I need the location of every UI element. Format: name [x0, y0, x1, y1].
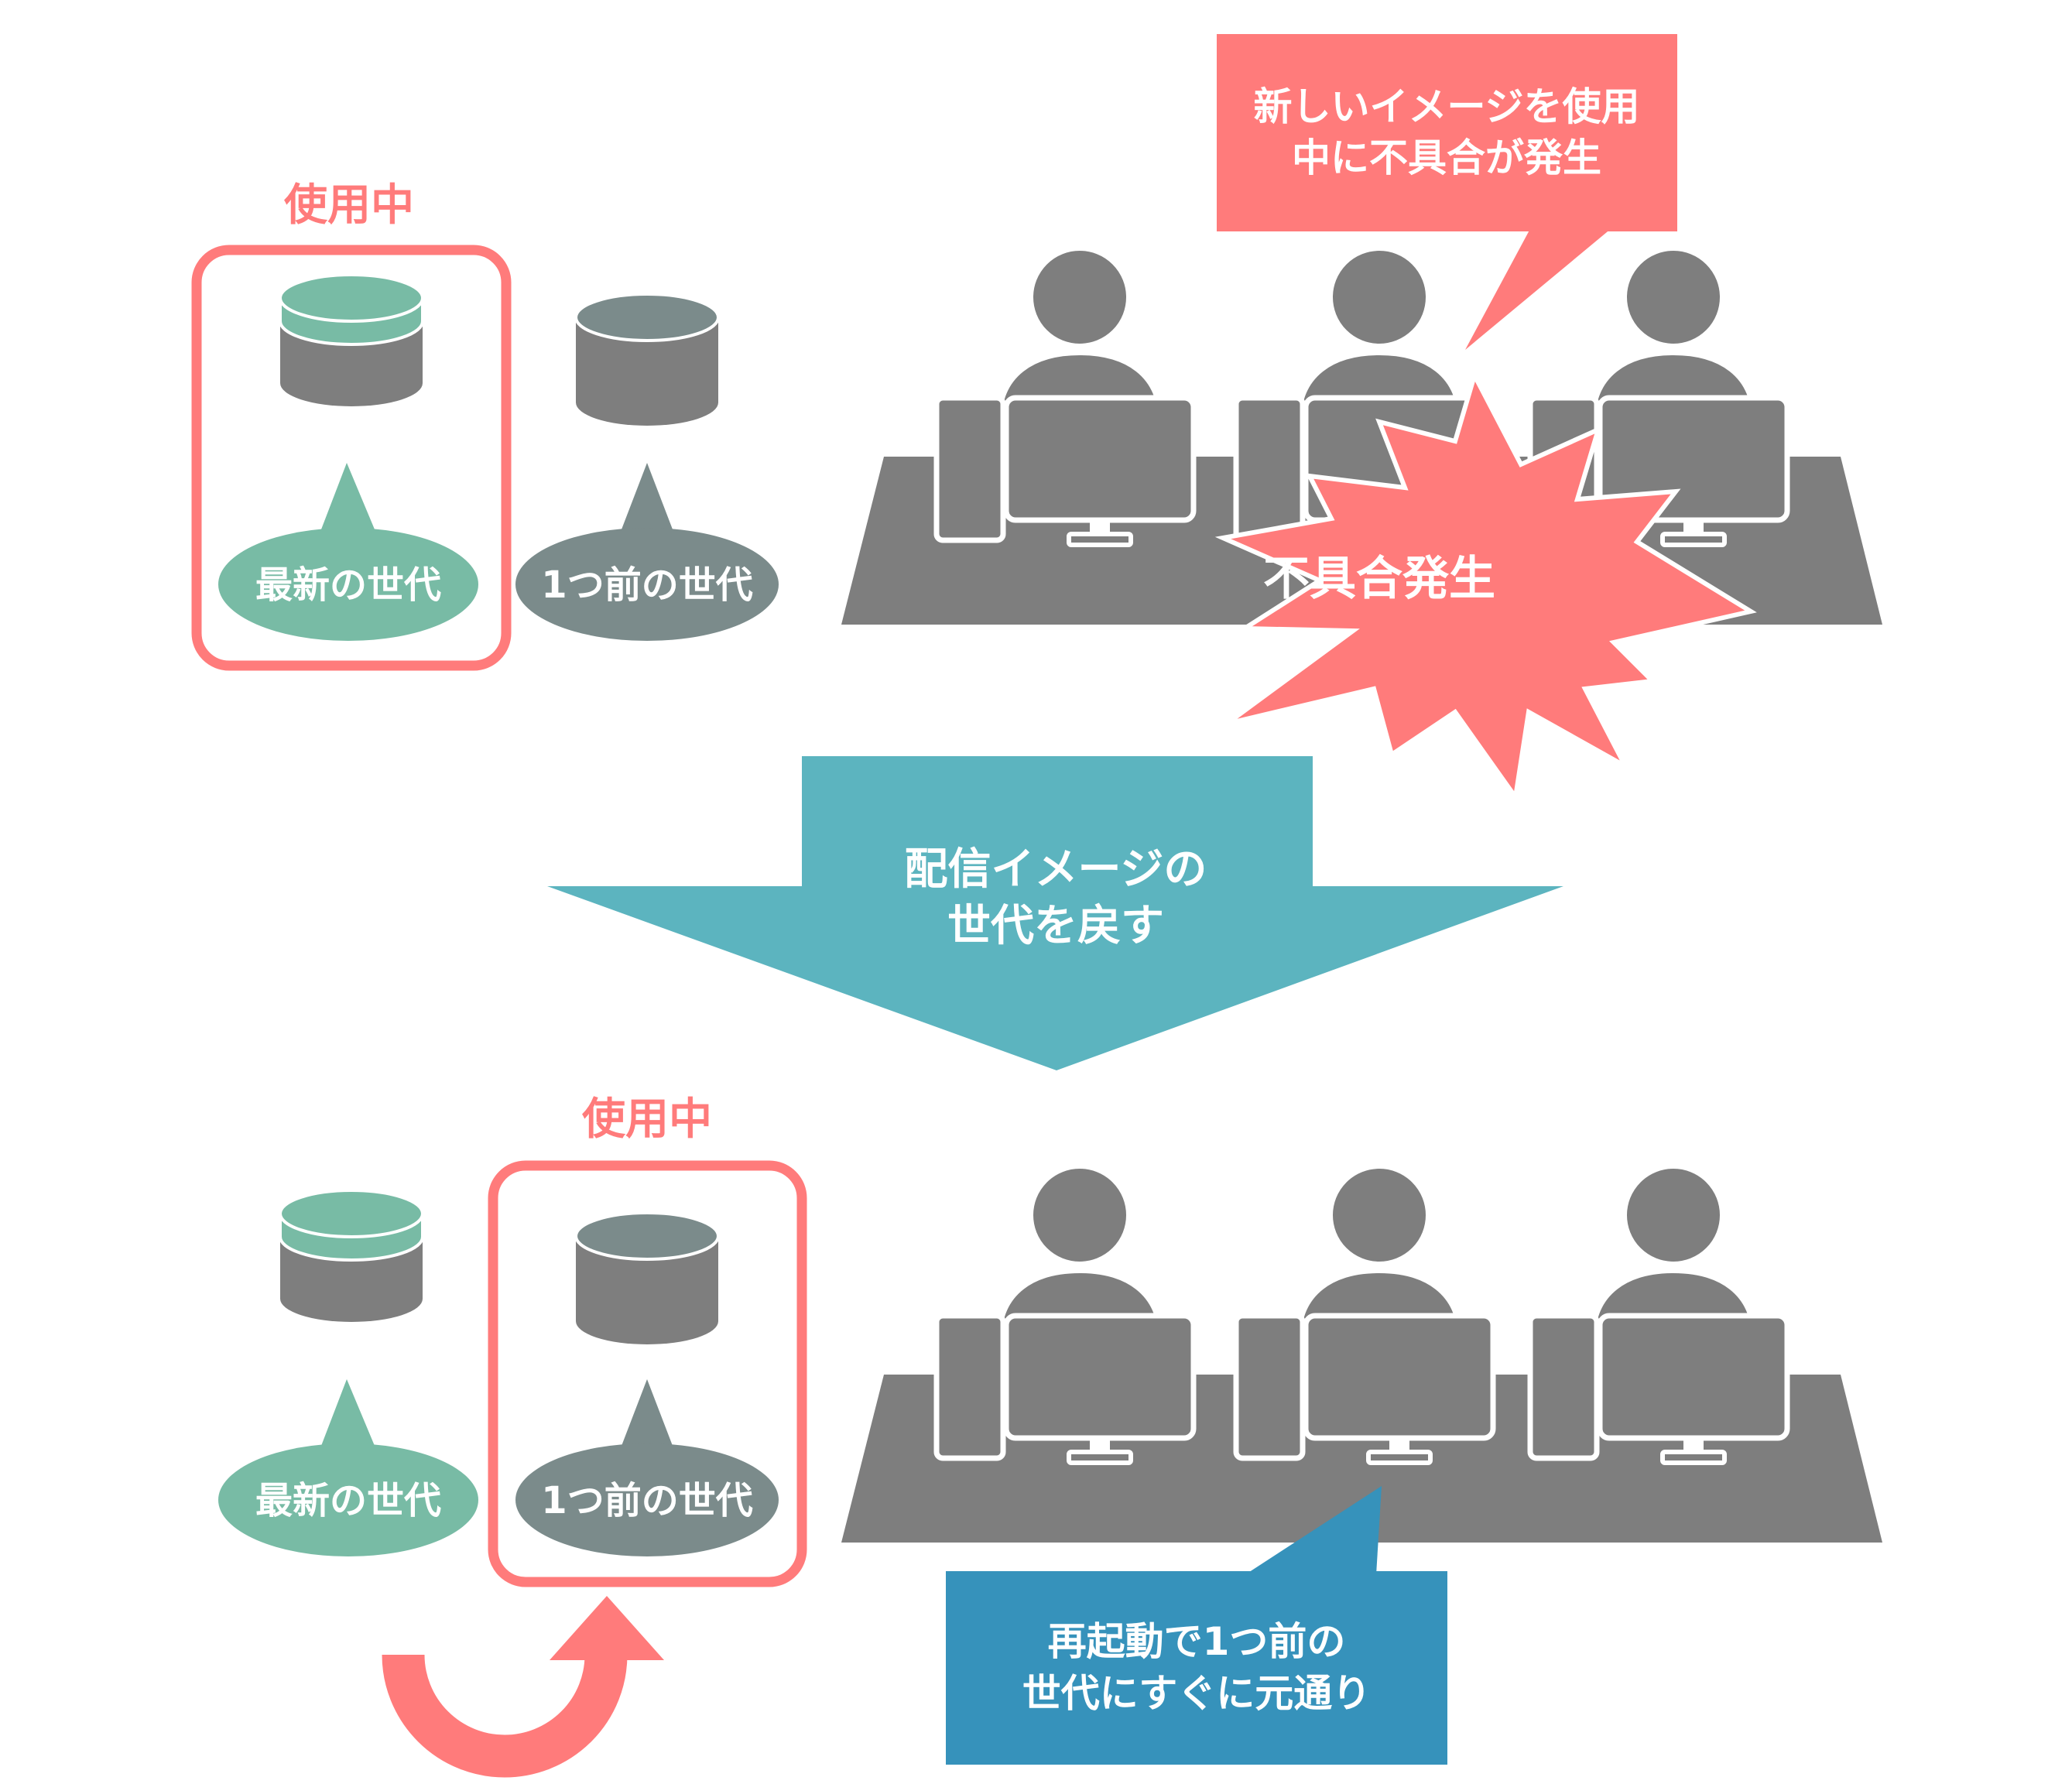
restore-note-line1: 再起動で1つ前の	[1048, 1619, 1346, 1664]
user-workstation-2-bottom	[1236, 1166, 1493, 1463]
switch-generation-arrow-icon	[382, 1596, 664, 1778]
previous-generation-label-bottom: 1つ前の世代	[541, 1479, 752, 1522]
user-workstation-1-top	[937, 248, 1194, 545]
user-workstation-1-bottom	[937, 1166, 1194, 1463]
in-use-label-top: 使用中	[284, 180, 414, 231]
previous-database-icon-top	[574, 293, 720, 426]
trouble-burst-icon: 不具合発生	[1214, 369, 1757, 803]
restore-note-line2: 世代にすぐに元通り	[1022, 1671, 1372, 1716]
restore-note-callout: 再起動で1つ前の 世代にすぐに元通り	[946, 1486, 1447, 1765]
previous-generation-label-top: 1つ前の世代	[541, 563, 752, 607]
trouble-burst-label: 不具合発生	[1263, 552, 1495, 606]
trouble-callout-line1: 新しいイメージを使用	[1254, 84, 1640, 129]
rollback-arrow: 配信イメージの 世代を戻す	[547, 756, 1563, 1070]
latest-generation-bubble-bottom: 最新の世代	[218, 1379, 478, 1556]
trouble-callout-line2: 中に不具合が発生	[1292, 135, 1601, 180]
previous-generation-bubble-bottom: 1つ前の世代	[515, 1379, 779, 1556]
rollback-arrow-line1: 配信イメージの	[905, 844, 1207, 895]
in-use-label-bottom: 使用中	[582, 1094, 712, 1145]
latest-generation-bubble-top: 最新の世代	[218, 463, 478, 641]
rollback-arrow-line2: 世代を戻す	[947, 901, 1164, 951]
latest-generation-label-bottom: 最新の世代	[255, 1479, 441, 1522]
in-use-frame-bottom	[488, 1160, 807, 1587]
in-use-frame-top	[191, 245, 512, 671]
latest-database-icon-top	[279, 273, 424, 406]
latest-generation-label-top: 最新の世代	[255, 563, 441, 607]
user-workstation-3-bottom	[1530, 1166, 1787, 1463]
trouble-callout: 新しいイメージを使用 中に不具合が発生	[1217, 34, 1677, 350]
latest-database-icon-bottom	[279, 1189, 424, 1322]
previous-database-icon-bottom	[574, 1211, 720, 1344]
previous-generation-bubble-top: 1つ前の世代	[515, 463, 779, 641]
